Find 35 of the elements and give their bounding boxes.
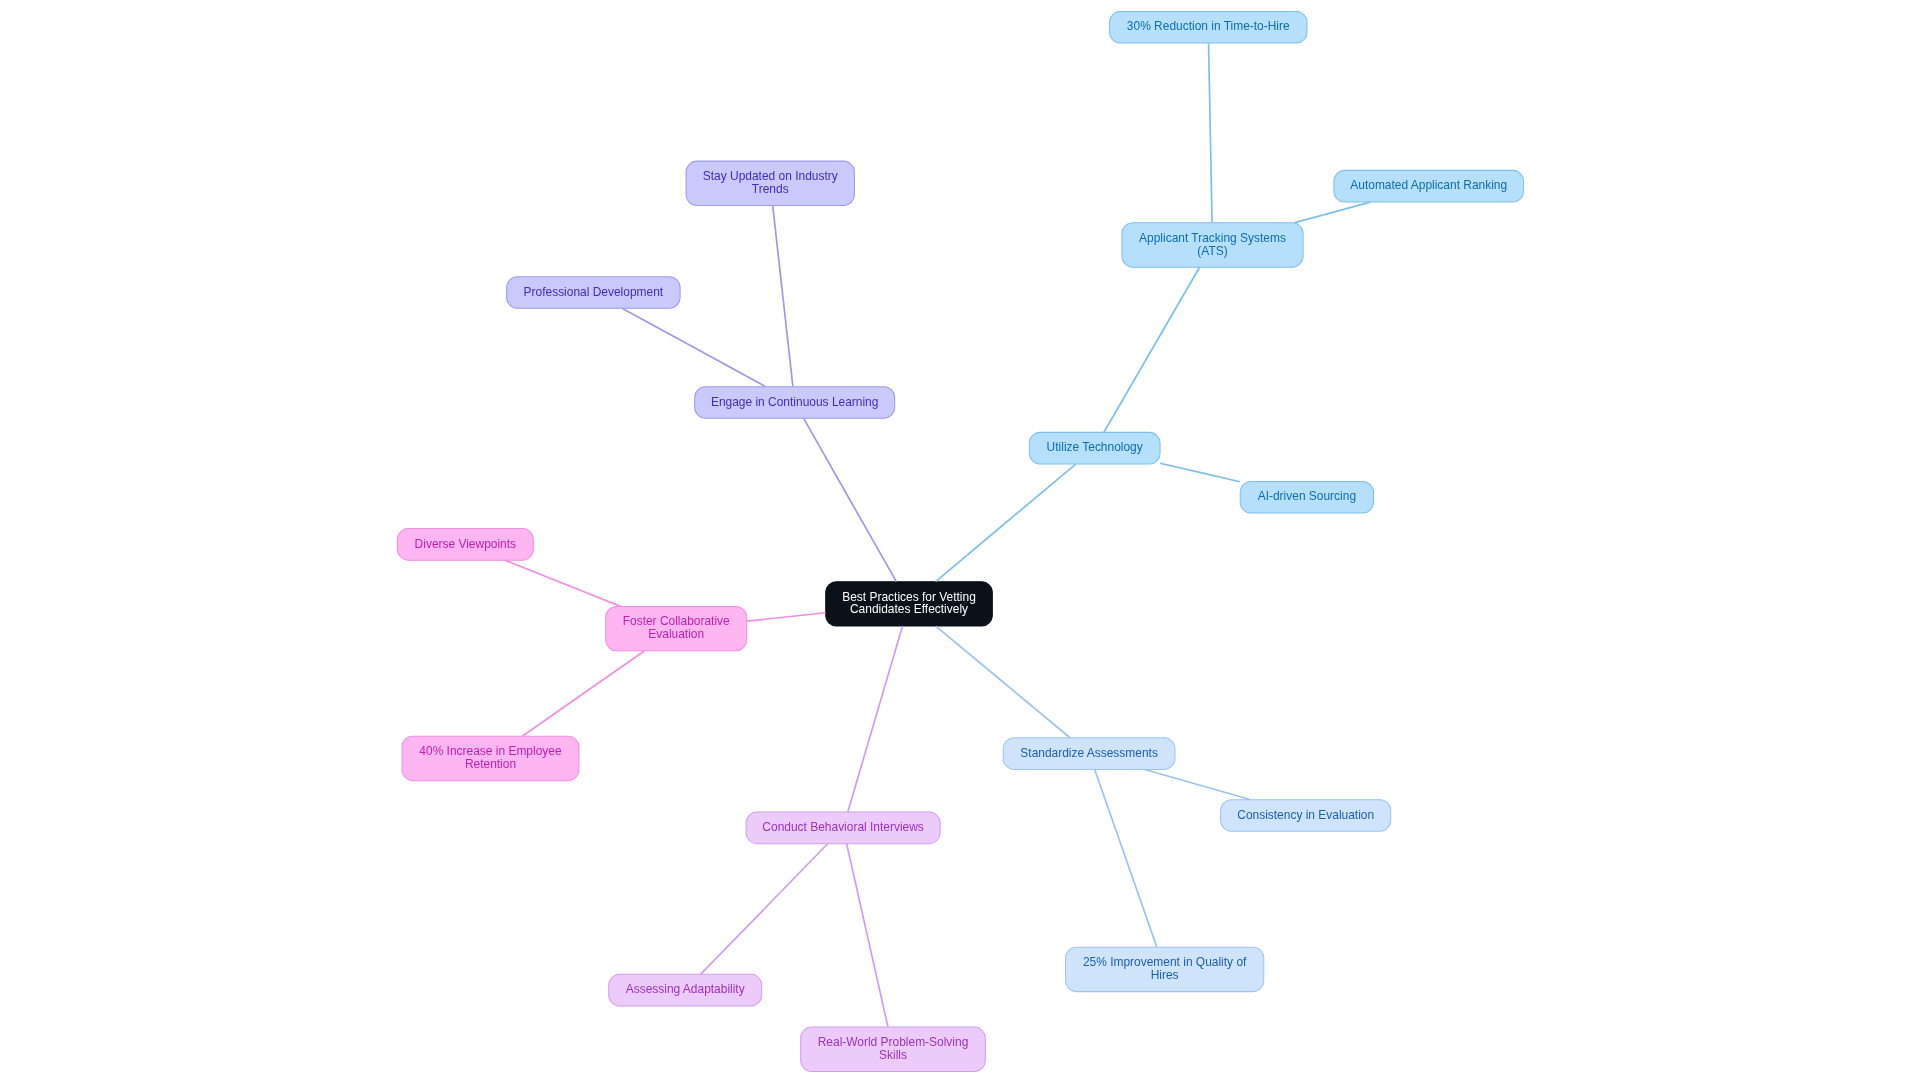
connector xyxy=(934,625,1071,739)
connector xyxy=(520,650,645,738)
connector xyxy=(845,842,889,1028)
connector xyxy=(771,205,794,388)
node-box: 30% Reduction in Time-to-Hire xyxy=(1108,10,1307,44)
connector xyxy=(1093,768,1158,948)
connector xyxy=(1102,266,1200,434)
connector xyxy=(1143,768,1251,801)
connector xyxy=(503,559,621,608)
node-box: Assessing Adaptability xyxy=(607,973,762,1007)
node-box: Utilize Technology xyxy=(1028,431,1161,465)
node-box: Professional Development xyxy=(505,276,681,309)
node-box: Diverse Viewpoints xyxy=(396,528,534,561)
node-box: Automated Applicant Ranking xyxy=(1332,169,1524,203)
connector xyxy=(1293,201,1371,224)
connector xyxy=(802,417,897,583)
connector xyxy=(745,611,826,622)
connector xyxy=(699,842,829,976)
node-box: Best Practices for Vetting Candidates Effectively xyxy=(824,581,993,627)
connector xyxy=(934,463,1077,583)
node-box: Foster Collaborative Evaluation xyxy=(604,605,747,652)
connector xyxy=(1158,462,1241,483)
node-box: Standardize Assessments xyxy=(1002,737,1175,770)
node-box: AI-driven Sourcing xyxy=(1239,480,1374,514)
node-box: Real-World Problem-Solving Skills xyxy=(799,1026,986,1073)
node-box: Engage in Continuous Learning xyxy=(693,386,895,419)
node-box: 25% Improvement in Quality of Hires xyxy=(1064,946,1264,993)
connector xyxy=(621,307,766,388)
node-box: Consistency in Evaluation xyxy=(1219,799,1391,832)
node-box: Conduct Behavioral Interviews xyxy=(745,811,941,845)
connector xyxy=(1207,42,1213,224)
node-box: Applicant Tracking Systems (ATS) xyxy=(1120,222,1304,268)
node-box: Stay Updated on Industry Trends xyxy=(685,160,855,207)
connector xyxy=(846,625,903,813)
node-box: 40% Increase in Employee Retention xyxy=(401,735,579,782)
